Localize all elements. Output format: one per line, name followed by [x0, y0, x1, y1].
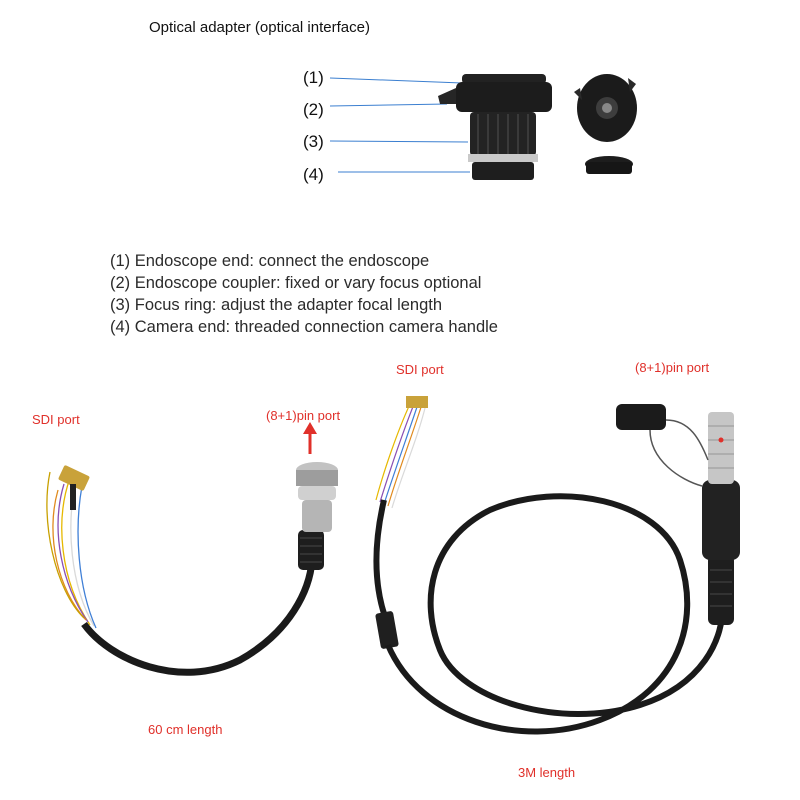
- callout-4: (4): [303, 165, 324, 184]
- long-cable: [373, 396, 740, 735]
- long-cable-length-label: 3M length: [518, 765, 576, 780]
- leader-line-3: [329, 140, 469, 143]
- description-item-3: (3) Focus ring: adjust the adapter focal…: [110, 296, 443, 314]
- leader-line-1: [329, 77, 463, 84]
- description-list: (1) Endoscope end: connect the endoscope…: [110, 250, 498, 338]
- callout-1: (1): [303, 68, 324, 87]
- optical-adapter-side: [438, 74, 552, 180]
- description-item-4: (4) Camera end: threaded connection came…: [110, 318, 498, 336]
- optical-adapter-front: [574, 74, 637, 142]
- short-cable-length-label: 60 cm length: [148, 722, 223, 737]
- short-cable: [46, 462, 338, 676]
- description-item-2: (2) Endoscope coupler: fixed or vary foc…: [110, 274, 482, 292]
- page-title: Optical adapter (optical interface): [149, 19, 370, 36]
- short-cable-pin-label: (8+1)pin port: [266, 408, 341, 423]
- long-cable-sdi-label: SDI port: [396, 362, 444, 377]
- callout-2: (2): [303, 100, 324, 119]
- long-cable-pin-label: (8+1)pin port: [635, 360, 710, 375]
- description-item-1: (1) Endoscope end: connect the endoscope: [110, 252, 430, 270]
- up-arrow-icon: [303, 422, 317, 454]
- adapter-cap: [585, 156, 633, 174]
- leader-line-2: [329, 103, 448, 107]
- callout-3: (3): [303, 132, 324, 151]
- leader-lines: [329, 77, 470, 173]
- short-cable-sdi-label: SDI port: [32, 412, 80, 427]
